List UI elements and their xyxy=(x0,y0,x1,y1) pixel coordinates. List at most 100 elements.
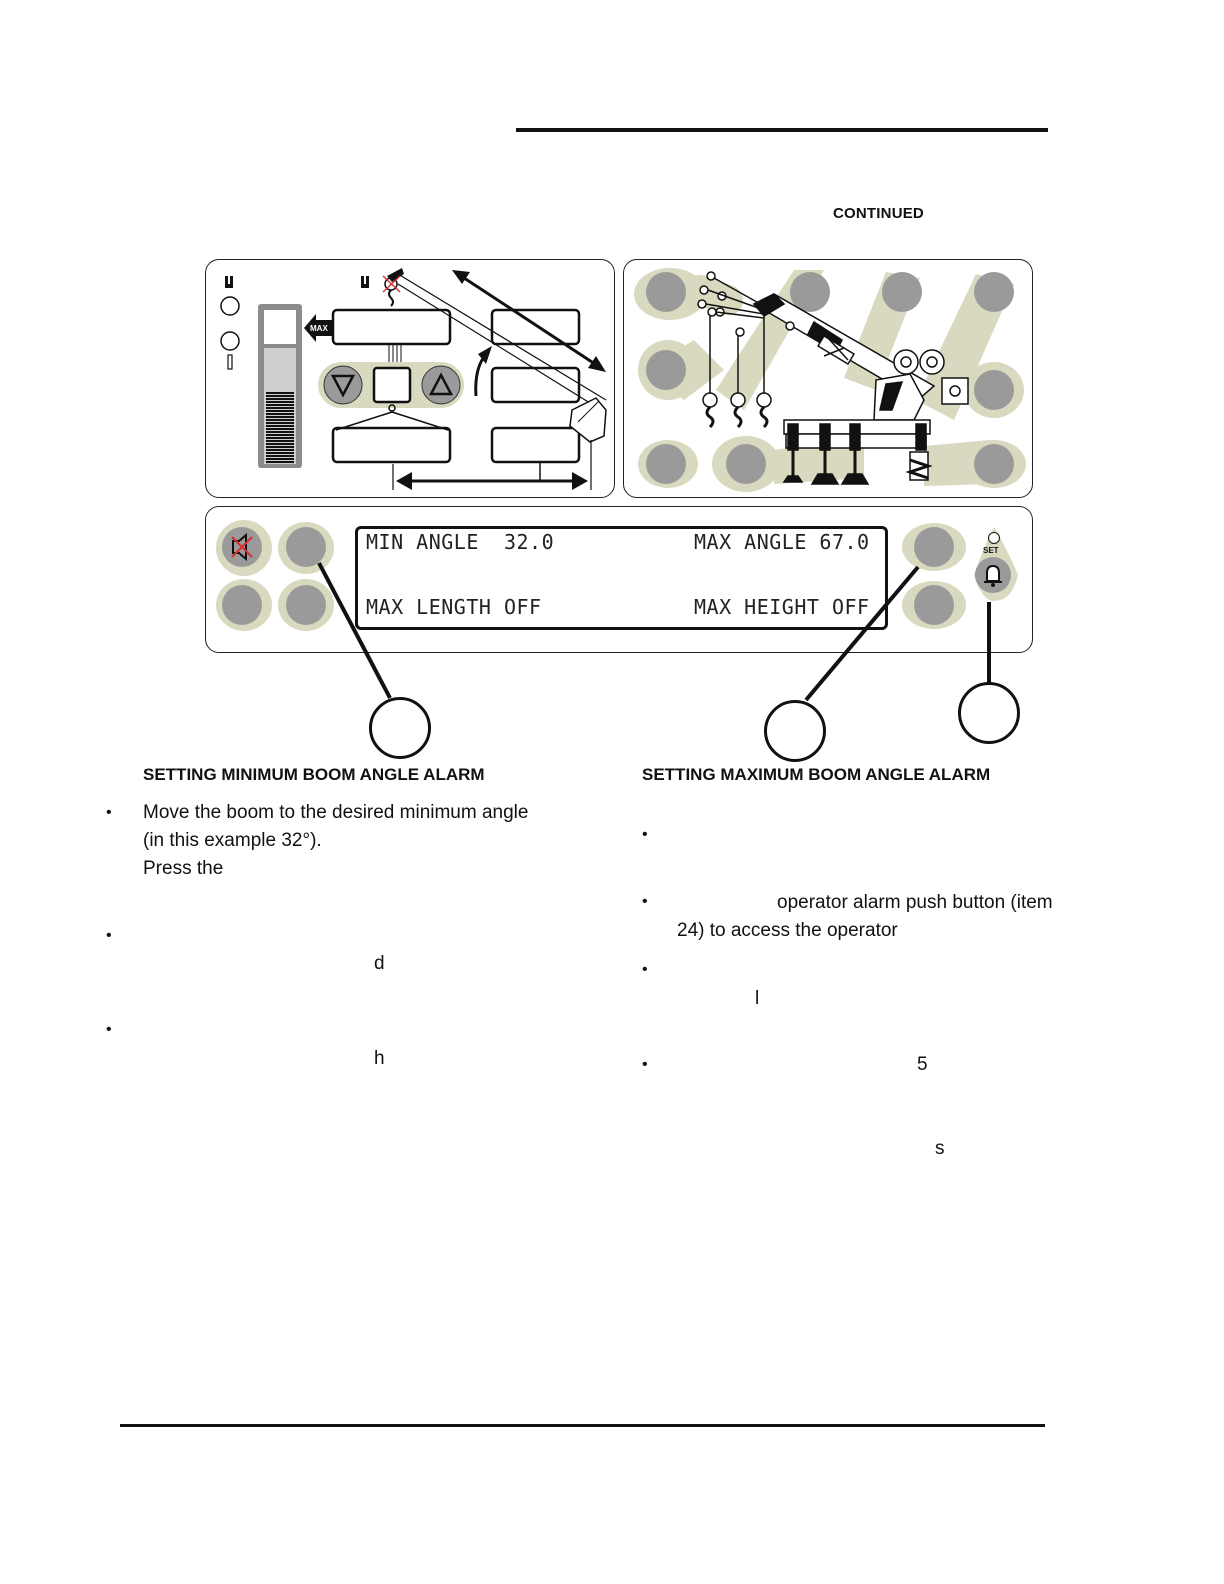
config-buttons[interactable] xyxy=(646,272,1014,484)
max-label: MAX xyxy=(310,324,328,333)
max-trailing-fragment: s xyxy=(935,1138,945,1159)
set-indicator-light xyxy=(988,532,1000,544)
gauge-segment xyxy=(266,431,294,433)
callout-circle-max-angle xyxy=(764,700,826,762)
up-arrow-icon xyxy=(428,372,454,396)
height-display-box xyxy=(490,426,581,464)
gauge-segment xyxy=(266,422,294,424)
max-step-2-line-2: 24) to access the operator xyxy=(677,920,898,941)
hook-block-icon xyxy=(372,366,412,404)
min-step-2-fragment: d xyxy=(374,953,385,974)
config-button-9[interactable] xyxy=(974,444,1014,484)
gauge-segment xyxy=(266,428,294,430)
footer-rule xyxy=(120,1424,1045,1427)
gauge-segment xyxy=(266,395,294,397)
load-indicator-graphic: MAX xyxy=(220,268,607,490)
min-step-3-fragment: h xyxy=(374,1048,385,1069)
gauge-segment xyxy=(266,398,294,400)
max-length-button[interactable] xyxy=(286,585,326,625)
gauge-segment xyxy=(266,410,294,412)
max-step-3-fragment: l xyxy=(755,988,760,1009)
gauge-segment xyxy=(266,434,294,436)
hook-alarm-icon xyxy=(361,268,404,307)
gauge-segment xyxy=(266,401,294,403)
load-indicator-panel: MAX xyxy=(205,259,615,498)
load-bar-gauge xyxy=(258,304,302,468)
gauge-segment xyxy=(266,407,294,409)
gauge-segment xyxy=(266,461,294,463)
config-button-1[interactable] xyxy=(646,272,686,312)
bullet-icon: • xyxy=(106,927,112,944)
header-rule xyxy=(516,128,1048,132)
up-button[interactable] xyxy=(421,365,461,405)
config-button-3[interactable] xyxy=(882,272,922,312)
gauge-segment xyxy=(266,449,294,451)
boom-line xyxy=(397,283,599,409)
config-button-4[interactable] xyxy=(974,272,1014,312)
gauge-segment xyxy=(266,419,294,421)
max-step-4-fragment: 5 xyxy=(917,1054,928,1075)
config-button-2[interactable] xyxy=(790,272,830,312)
gauge-segment xyxy=(266,425,294,427)
config-button-6[interactable] xyxy=(974,370,1014,410)
gauge-segment xyxy=(266,458,294,460)
config-button-5[interactable] xyxy=(646,350,686,390)
gauge-segment xyxy=(266,413,294,415)
warning-indicator-icons xyxy=(220,276,240,370)
lcd-max-height: MAX HEIGHT OFF xyxy=(694,595,870,619)
capacity-display-box xyxy=(331,426,452,464)
boom-line xyxy=(397,273,607,401)
boom-angle-arrow-icon xyxy=(474,346,492,397)
down-arrow-icon xyxy=(330,374,356,398)
gauge-segment xyxy=(266,404,294,406)
speaker-mute-icon xyxy=(231,532,253,562)
bell-icon xyxy=(984,564,1002,587)
lcd-display: MIN ANGLE 32.0 MAX ANGLE 67.0 MAX LENGTH… xyxy=(355,526,888,630)
min-step-1-line-3: Press the xyxy=(143,858,224,879)
min-step-1-line-1: Move the boom to the desired minimum ang… xyxy=(143,802,529,823)
radius-arrow-icon xyxy=(392,440,592,490)
config-button-8[interactable] xyxy=(726,444,766,484)
gauge-segment xyxy=(266,443,294,445)
max-height-button[interactable] xyxy=(914,585,954,625)
radius-display-box xyxy=(490,308,581,346)
crane-configuration-graphic xyxy=(634,268,1026,492)
down-button[interactable] xyxy=(323,365,363,405)
max-arrow-icon: MAX xyxy=(304,314,334,342)
gauge-segment xyxy=(266,416,294,418)
min-angle-heading: SETTING MINIMUM BOOM ANGLE ALARM xyxy=(143,765,485,784)
gauge-segment xyxy=(266,437,294,439)
config-button-7[interactable] xyxy=(646,444,686,484)
gauge-segment xyxy=(266,392,294,394)
min-angle-button[interactable] xyxy=(286,527,326,567)
boom-length-arrow-icon xyxy=(452,270,606,372)
callout-circle-min-angle xyxy=(369,697,431,759)
boom-tip-icon xyxy=(569,397,607,443)
crane-icon xyxy=(697,271,969,485)
gauge-segment xyxy=(266,452,294,454)
set-label: SET xyxy=(983,546,999,555)
lower-left-button[interactable] xyxy=(222,585,262,625)
bullet-icon: • xyxy=(642,961,648,978)
max-angle-heading: SETTING MAXIMUM BOOM ANGLE ALARM xyxy=(642,765,991,784)
configuration-panel xyxy=(623,259,1033,498)
lcd-min-angle: MIN ANGLE 32.0 xyxy=(366,530,555,554)
max-angle-button[interactable] xyxy=(914,527,954,567)
load-display-box xyxy=(331,308,452,346)
continued-label: CONTINUED xyxy=(833,205,924,222)
bullet-icon: • xyxy=(642,893,648,910)
alarm-mute-button[interactable] xyxy=(222,527,262,567)
lcd-max-length: MAX LENGTH OFF xyxy=(366,595,542,619)
angle-display-box xyxy=(490,366,581,404)
min-step-1-line-2: (in this example 32°). xyxy=(143,830,322,851)
bullet-icon: • xyxy=(106,804,112,821)
bullet-icon: • xyxy=(106,1021,112,1038)
bullet-icon: • xyxy=(642,826,648,843)
operator-alarm-button[interactable] xyxy=(975,557,1011,593)
bullet-icon: • xyxy=(642,1056,648,1073)
gauge-segment xyxy=(266,440,294,442)
callout-circle-alarm xyxy=(958,682,1020,744)
gauge-segment xyxy=(266,455,294,457)
gauge-segment xyxy=(266,446,294,448)
